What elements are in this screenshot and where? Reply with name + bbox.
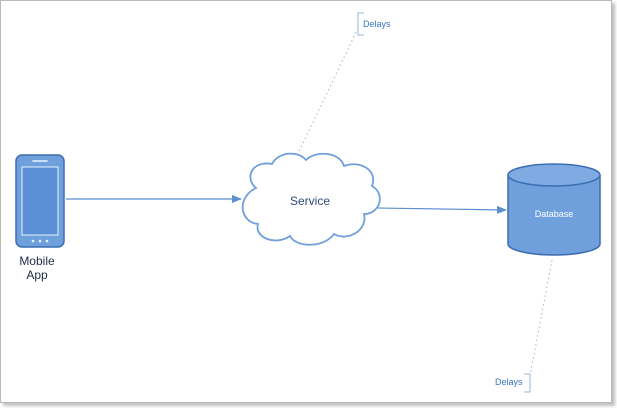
service-cloud-shape[interactable]	[241, 152, 381, 246]
mobile-app-label-line1: Mobile	[19, 254, 55, 268]
delays-bottom-label: Delays	[495, 377, 523, 387]
database-cylinder[interactable]	[507, 163, 601, 256]
database-label: Database	[534, 209, 574, 219]
delays-bottom-bracket	[524, 373, 531, 393]
delays-bottom-callout-line	[529, 259, 553, 377]
delays-top-callout-line	[295, 27, 359, 159]
delays-top-label: Delays	[363, 19, 391, 29]
mobile-app-label: Mobile App	[14, 254, 60, 282]
edge-service-to-database	[377, 205, 507, 214]
mobile-app-icon[interactable]	[15, 154, 65, 248]
mobile-app-label-line2: App	[26, 268, 48, 282]
delays-top-bracket	[357, 12, 364, 36]
service-label: Service	[289, 194, 330, 208]
